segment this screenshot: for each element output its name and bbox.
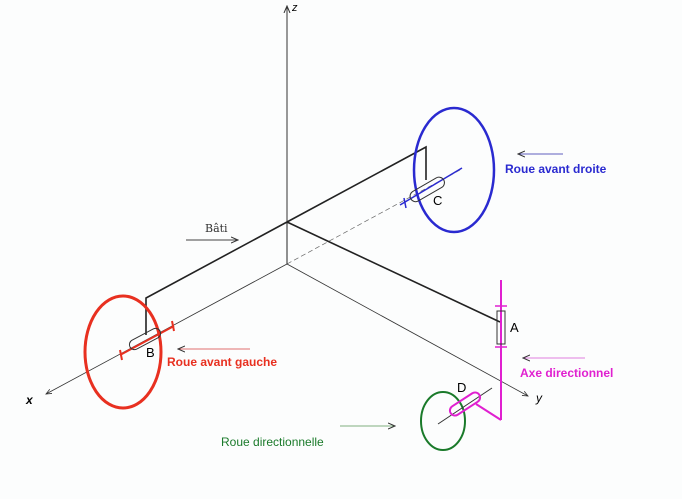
left-wheel-label: Roue avant gauche bbox=[167, 355, 278, 369]
hub-d bbox=[437, 387, 493, 425]
point-a: A bbox=[510, 320, 519, 335]
left-front-wheel bbox=[83, 294, 163, 410]
steering-axis-label: Axe directionnel bbox=[520, 366, 614, 380]
right-front-wheel bbox=[412, 106, 496, 234]
x-axis-label: x bbox=[26, 393, 33, 407]
steering-wheel bbox=[420, 391, 466, 451]
point-b: B bbox=[146, 345, 155, 360]
hub-b bbox=[119, 320, 175, 361]
steering-axis bbox=[475, 280, 507, 421]
steering-wheel-label: Roue directionnelle bbox=[221, 435, 324, 449]
frame bbox=[145, 145, 501, 335]
point-d: D bbox=[457, 380, 467, 395]
point-c: C bbox=[433, 193, 443, 208]
z-axis-label: z bbox=[292, 2, 298, 14]
y-axis-label: y bbox=[536, 391, 542, 405]
hub-c bbox=[399, 167, 463, 209]
y-axis bbox=[286, 263, 528, 396]
bati-label: Bâti bbox=[205, 222, 228, 235]
right-wheel-label: Roue avant droite bbox=[505, 162, 607, 176]
